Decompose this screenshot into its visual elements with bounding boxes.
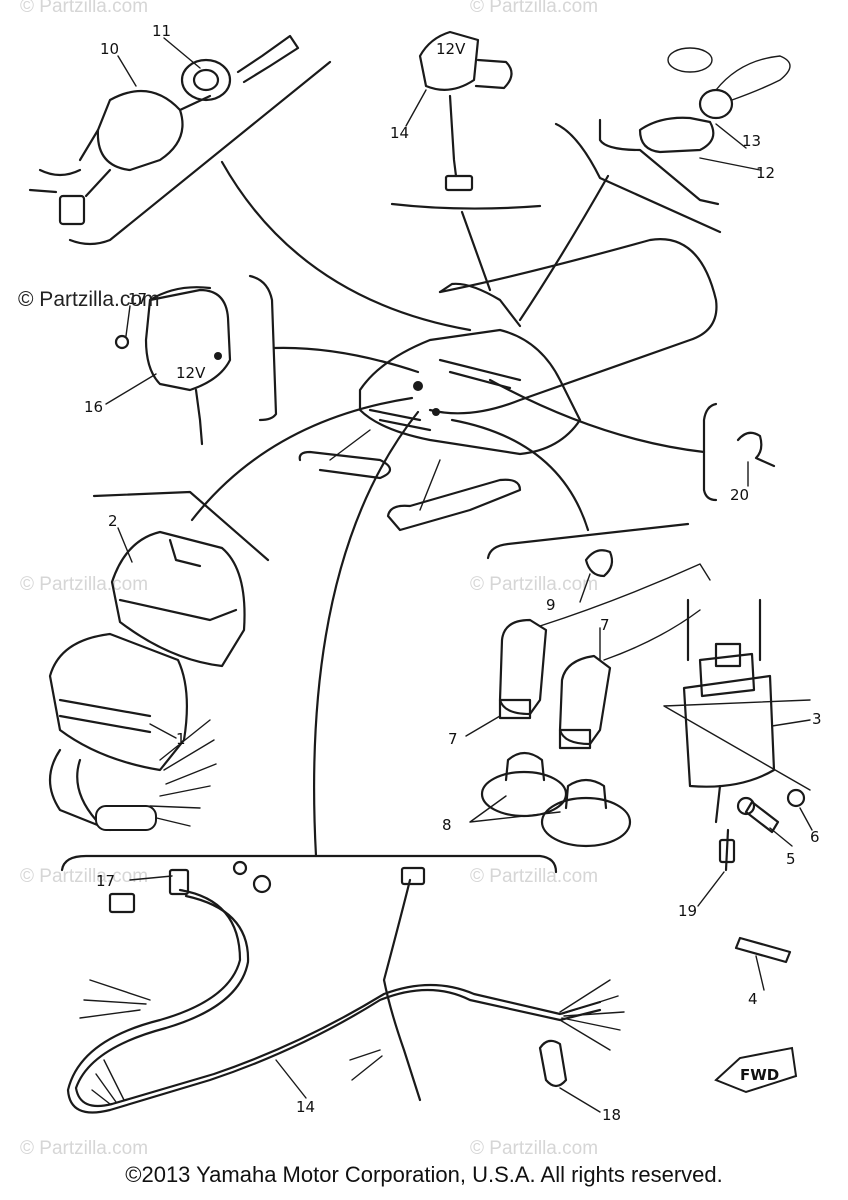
callout-12: 12 xyxy=(756,164,775,182)
part-19-clip xyxy=(538,1039,568,1088)
callout-8: 8 xyxy=(442,816,452,834)
callout-2: 2 xyxy=(108,512,118,530)
watermark-faint: © Partzilla.com xyxy=(470,866,599,887)
bracket-14 xyxy=(390,202,542,210)
bracket-1-2 xyxy=(92,490,270,562)
part-12-13-keyswitch xyxy=(598,47,791,206)
callout-7b: 7 xyxy=(600,616,610,634)
leader-1-2 xyxy=(190,396,414,522)
callout-numbers: 10 11 14 13 12 17 16 2 1 3 7 7 9 8 5 6 1… xyxy=(84,22,822,1124)
callout-5: 5 xyxy=(786,850,796,868)
bracket-3-9 xyxy=(486,522,690,560)
relay-12v-text: 12V xyxy=(436,40,466,58)
bracket-10-11 xyxy=(68,60,332,246)
callout-18: 17 xyxy=(96,872,115,890)
leader-12 xyxy=(518,174,610,322)
leader-15 xyxy=(313,410,420,858)
callout-6: 6 xyxy=(810,828,820,846)
part-21-clip xyxy=(736,431,776,468)
callout-10: 10 xyxy=(100,40,119,58)
watermark-faint: © Partzilla.com xyxy=(20,1138,149,1159)
callout-3: 3 xyxy=(812,710,822,728)
callout-21: 20 xyxy=(730,486,749,504)
part-3-coil xyxy=(663,598,811,824)
callout-1: 1 xyxy=(176,730,186,748)
callout-15: 14 xyxy=(296,1098,315,1116)
watermark-faint: © Partzilla.com xyxy=(470,0,599,17)
part-1-cdi xyxy=(48,632,217,832)
callout-9: 9 xyxy=(546,596,556,614)
callout-11: 11 xyxy=(152,22,171,40)
callout-19: 18 xyxy=(602,1106,621,1124)
watermark-faint: © Partzilla.com xyxy=(470,574,599,595)
fwd-label: FWD xyxy=(740,1066,779,1084)
leader-3 xyxy=(450,418,590,532)
fwd-arrow-icon: FWD xyxy=(714,1046,798,1094)
watermark-faint: © Partzilla.com xyxy=(470,1138,599,1159)
part-7-plug-caps xyxy=(498,563,711,750)
part-9-clamp xyxy=(584,549,614,578)
part-14-relay: 12V xyxy=(418,30,513,192)
watermark-main: © Partzilla.com xyxy=(18,288,160,311)
part-5-6-bolt-washer xyxy=(736,788,806,834)
callout-16: 16 xyxy=(84,398,103,416)
snowmobile-illustration xyxy=(298,238,718,532)
callout-14: 14 xyxy=(390,124,409,142)
leader-16 xyxy=(272,346,420,374)
regulator-12v-text: 12V xyxy=(176,364,206,382)
callout-4: 4 xyxy=(748,990,758,1008)
watermark-faint: © Partzilla.com xyxy=(20,0,149,17)
part-15-harness xyxy=(66,860,625,1114)
bracket-12-13 xyxy=(554,122,722,234)
leader-10 xyxy=(220,160,472,332)
part-11-knob xyxy=(180,34,300,102)
bracket-21 xyxy=(702,402,718,502)
leader-21 xyxy=(488,378,706,454)
part-2-cover xyxy=(110,530,246,668)
callout-17: 17 xyxy=(128,290,147,308)
watermark-faint: © Partzilla.com xyxy=(20,574,149,595)
part-8-grommets xyxy=(480,751,632,848)
callout-leaders xyxy=(105,37,813,1113)
part-16-regulator: 12V xyxy=(114,286,232,446)
leader-14 xyxy=(460,210,492,292)
part-20-lead xyxy=(718,828,736,872)
callout-20: 19 xyxy=(678,902,697,920)
callout-13: 13 xyxy=(742,132,761,150)
bracket-15-19 xyxy=(60,854,558,874)
part-10-switch xyxy=(28,89,212,226)
copyright-notice: ©2013 Yamaha Motor Corporation, U.S.A. A… xyxy=(125,1162,723,1187)
callout-7a: 7 xyxy=(448,730,458,748)
part-4-fuse xyxy=(734,936,792,964)
watermark-faint: © Partzilla.com xyxy=(20,866,149,887)
bracket-16-17 xyxy=(248,274,278,422)
